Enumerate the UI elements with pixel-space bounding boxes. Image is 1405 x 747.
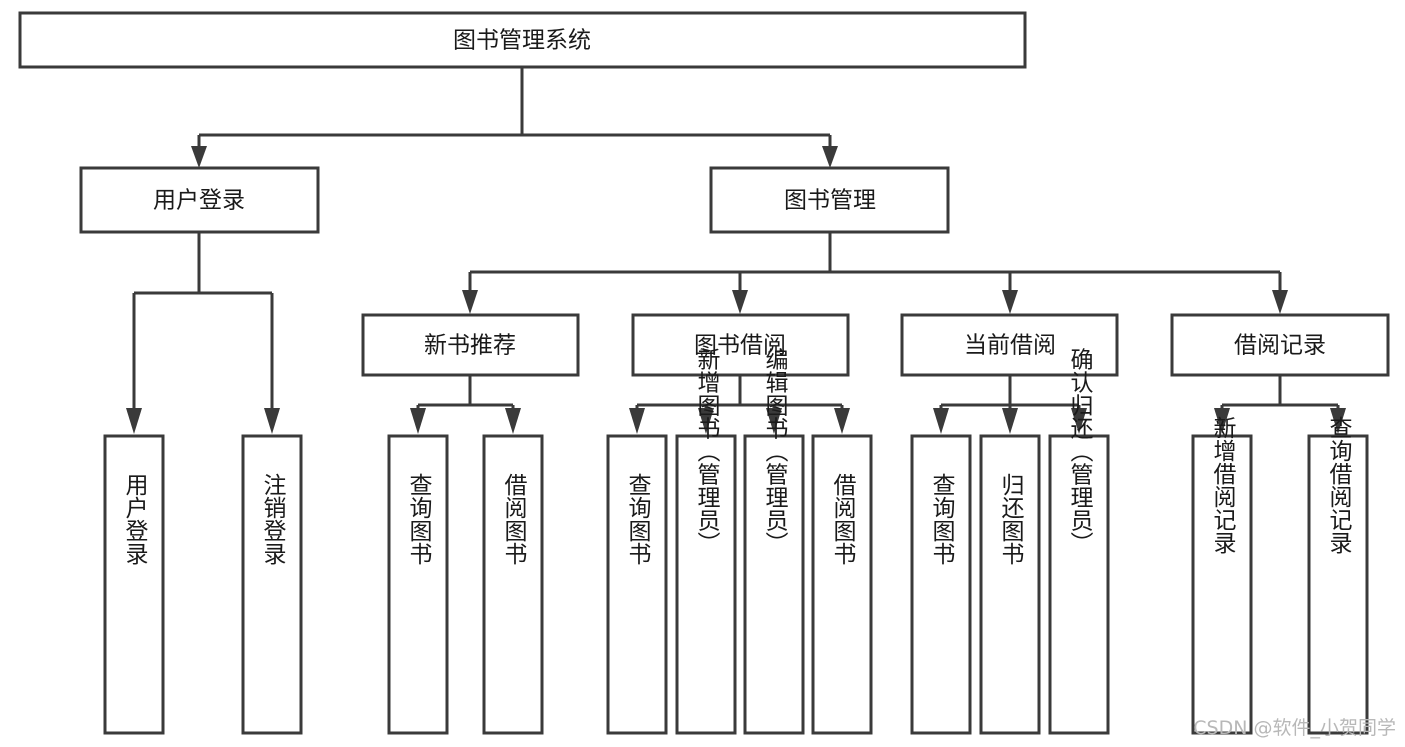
leaf-node-current-query-books-label: 查询图书 — [928, 473, 956, 565]
node-user-login[interactable]: 用户登录 — [79, 166, 320, 234]
node-new-book-recommend-label: 新书推荐 — [424, 333, 516, 359]
node-root-label: 图书管理系统 — [453, 28, 591, 54]
arrow-head-borrow-leaf-2 — [766, 408, 782, 434]
leaf-node-newbook-borrow-books-label: 借阅图书 — [500, 473, 528, 565]
arrow-head-borrow-leaf-1 — [698, 408, 714, 434]
leaf-node-current-return-books-box[interactable] — [979, 434, 1041, 735]
arrow-head-book-mgmt — [822, 146, 838, 168]
node-user-login-label: 用户登录 — [153, 188, 245, 214]
node-book-borrow[interactable]: 图书借阅 — [631, 313, 850, 377]
leaf-node-current-confirm-return-admin[interactable]: 确认归还（管理员） — [1048, 348, 1110, 735]
edge-group-userlogin-to-leaves — [126, 232, 280, 434]
leaf-node-logout-action[interactable]: 注销登录 — [241, 434, 303, 735]
arrow-head-newbook-leaf-1 — [505, 408, 521, 434]
node-root-box[interactable] — [18, 11, 1027, 69]
leaf-node-newbook-query-books-label: 查询图书 — [405, 473, 433, 565]
leaf-node-current-query-books-box[interactable] — [910, 434, 972, 735]
node-root[interactable]: 图书管理系统 — [18, 11, 1027, 69]
arrow-head-leaf-logout — [264, 408, 280, 434]
node-new-book-recommend-box[interactable] — [361, 313, 580, 377]
leaf-node-user-login-action-label: 用户登录 — [121, 473, 149, 565]
arrow-head-current — [1002, 290, 1018, 314]
leaf-node-record-query-record[interactable]: 查询借阅记录 — [1307, 416, 1369, 735]
node-book-borrow-box[interactable] — [631, 313, 850, 377]
arrow-head-leaf-user-login — [126, 408, 142, 434]
arrow-head-current-leaf-2 — [1071, 408, 1087, 434]
leaf-node-record-query-record-box[interactable] — [1307, 434, 1369, 735]
node-borrow-record-box[interactable] — [1170, 313, 1390, 377]
arrow-head-record — [1272, 290, 1288, 314]
arrow-head-new-book — [462, 290, 478, 314]
leaf-node-borrow-query-books[interactable]: 查询图书 — [606, 434, 668, 735]
leaf-node-record-add-record-label: 新增借阅记录 — [1209, 416, 1237, 554]
leaf-node-borrow-edit-book-admin[interactable]: 编辑图书（管理员） — [743, 348, 805, 735]
edge-group-record-to-leaves — [1214, 375, 1346, 434]
leaf-node-borrow-query-books-box[interactable] — [606, 434, 668, 735]
leaf-node-borrow-add-book-admin-label: 新增图书（管理员） — [693, 348, 721, 555]
node-book-management-label: 图书管理 — [784, 188, 876, 214]
edge-group-newbook-to-leaves — [410, 375, 521, 434]
leaf-node-borrow-borrow-books[interactable]: 借阅图书 — [811, 434, 873, 735]
leaf-node-borrow-add-book-admin-box[interactable] — [675, 434, 737, 735]
leaf-node-logout-action-box[interactable] — [241, 434, 303, 735]
node-user-login-box[interactable] — [79, 166, 320, 234]
edge-group-current-to-leaves — [933, 375, 1087, 434]
edge-group-borrow-to-leaves — [629, 375, 850, 434]
edge-group-root-to-level2 — [191, 67, 838, 168]
leaf-node-current-confirm-return-admin-box[interactable] — [1048, 434, 1110, 735]
leaf-node-borrow-add-book-admin[interactable]: 新增图书（管理员） — [675, 348, 737, 735]
leaf-node-borrow-edit-book-admin-box[interactable] — [743, 434, 805, 735]
arrow-head-current-leaf-0 — [933, 408, 949, 434]
leaf-node-current-return-books[interactable]: 归还图书 — [979, 434, 1041, 735]
leaf-node-current-return-books-label: 归还图书 — [997, 473, 1025, 565]
leaf-node-newbook-query-books-box[interactable] — [387, 434, 449, 735]
arrow-head-borrow-leaf-3 — [834, 408, 850, 434]
leaf-node-user-login-action-box[interactable] — [103, 434, 165, 735]
leaf-node-record-add-record[interactable]: 新增借阅记录 — [1191, 416, 1253, 735]
arrow-head-newbook-leaf-0 — [410, 408, 426, 434]
edge-group-bookmgmt-to-level3 — [462, 232, 1288, 314]
arrow-head-borrow — [732, 290, 748, 314]
leaf-node-record-add-record-box[interactable] — [1191, 434, 1253, 735]
leaf-node-newbook-borrow-books-box[interactable] — [482, 434, 544, 735]
arrow-head-current-leaf-1 — [1002, 408, 1018, 434]
node-current-borrow-box[interactable] — [900, 313, 1119, 377]
arrow-head-user-login — [191, 146, 207, 168]
leaf-node-borrow-borrow-books-box[interactable] — [811, 434, 873, 735]
leaf-node-logout-action-label: 注销登录 — [259, 473, 287, 565]
node-book-borrow-label: 图书借阅 — [694, 333, 786, 359]
node-book-management[interactable]: 图书管理 — [709, 166, 950, 234]
leaf-node-current-confirm-return-admin-label: 确认归还（管理员） — [1066, 348, 1094, 555]
leaf-node-current-query-books[interactable]: 查询图书 — [910, 434, 972, 735]
leaf-node-borrow-query-books-label: 查询图书 — [624, 473, 652, 565]
node-borrow-record-label: 借阅记录 — [1234, 333, 1326, 359]
node-current-borrow[interactable]: 当前借阅 — [900, 313, 1119, 377]
leaf-node-borrow-borrow-books-label: 借阅图书 — [829, 473, 857, 565]
arrow-head-record-leaf-0 — [1214, 408, 1230, 434]
watermark-label: CSDN @软件_小贺同学 — [1193, 717, 1396, 739]
node-book-management-box[interactable] — [709, 166, 950, 234]
leaf-node-record-query-record-label: 查询借阅记录 — [1325, 416, 1353, 554]
arrow-head-record-leaf-1 — [1330, 408, 1346, 434]
leaf-node-newbook-borrow-books[interactable]: 借阅图书 — [482, 434, 544, 735]
arrow-head-borrow-leaf-0 — [629, 408, 645, 434]
node-current-borrow-label: 当前借阅 — [964, 333, 1056, 359]
node-borrow-record[interactable]: 借阅记录 — [1170, 313, 1390, 377]
node-new-book-recommend[interactable]: 新书推荐 — [361, 313, 580, 377]
leaf-node-newbook-query-books[interactable]: 查询图书 — [387, 434, 449, 735]
leaf-node-user-login-action[interactable]: 用户登录 — [103, 434, 165, 735]
leaf-node-borrow-edit-book-admin-label: 编辑图书（管理员） — [761, 348, 789, 555]
